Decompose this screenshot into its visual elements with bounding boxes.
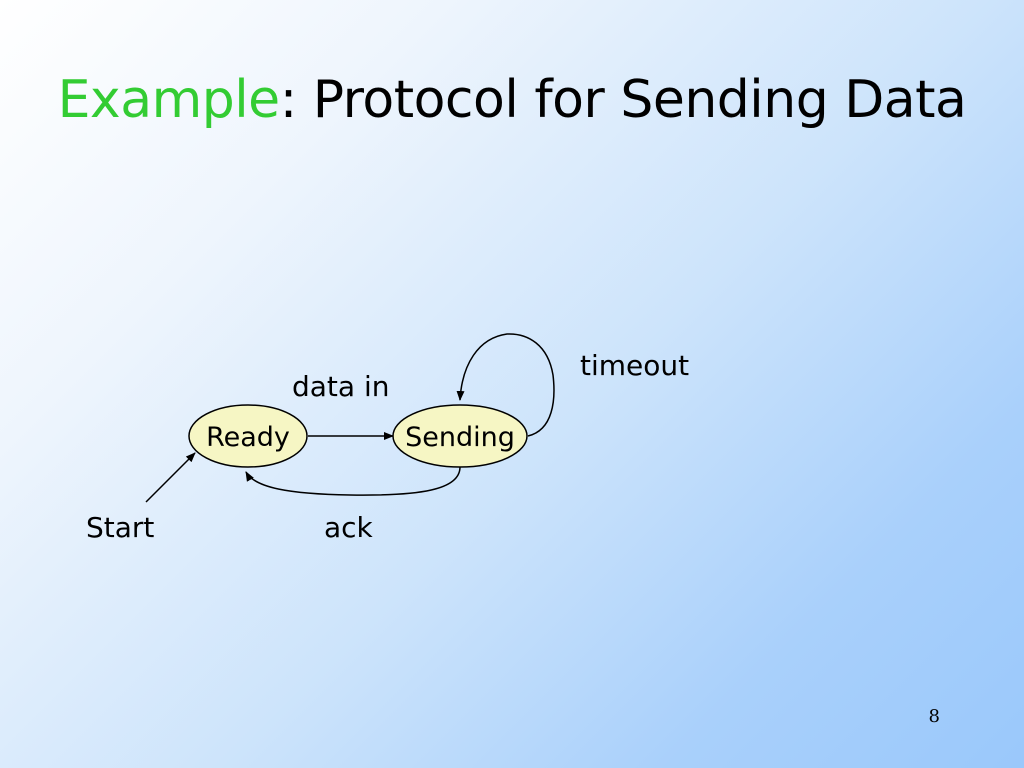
state-sending-label: Sending bbox=[405, 422, 515, 453]
state-sending-shape bbox=[392, 404, 528, 468]
title-text: : Protocol for Sending Data bbox=[279, 70, 967, 130]
state-ready: Ready bbox=[188, 404, 308, 468]
state-ready-shape bbox=[188, 404, 308, 468]
state-ready-label: Ready bbox=[206, 422, 290, 453]
page-number: 8 bbox=[928, 706, 940, 727]
ack-arrow bbox=[245, 466, 461, 496]
slide-title: Example: Protocol for Sending Data bbox=[40, 64, 984, 136]
start-arrow bbox=[145, 452, 196, 503]
title-accent: Example bbox=[57, 70, 281, 130]
ack-label: ack bbox=[324, 511, 374, 544]
start-label: Start bbox=[86, 511, 154, 544]
state-sending: Sending bbox=[392, 404, 528, 468]
data-in-label: data in bbox=[292, 370, 390, 403]
timeout-loop-arrow bbox=[456, 333, 555, 437]
timeout-label: timeout bbox=[580, 349, 689, 382]
